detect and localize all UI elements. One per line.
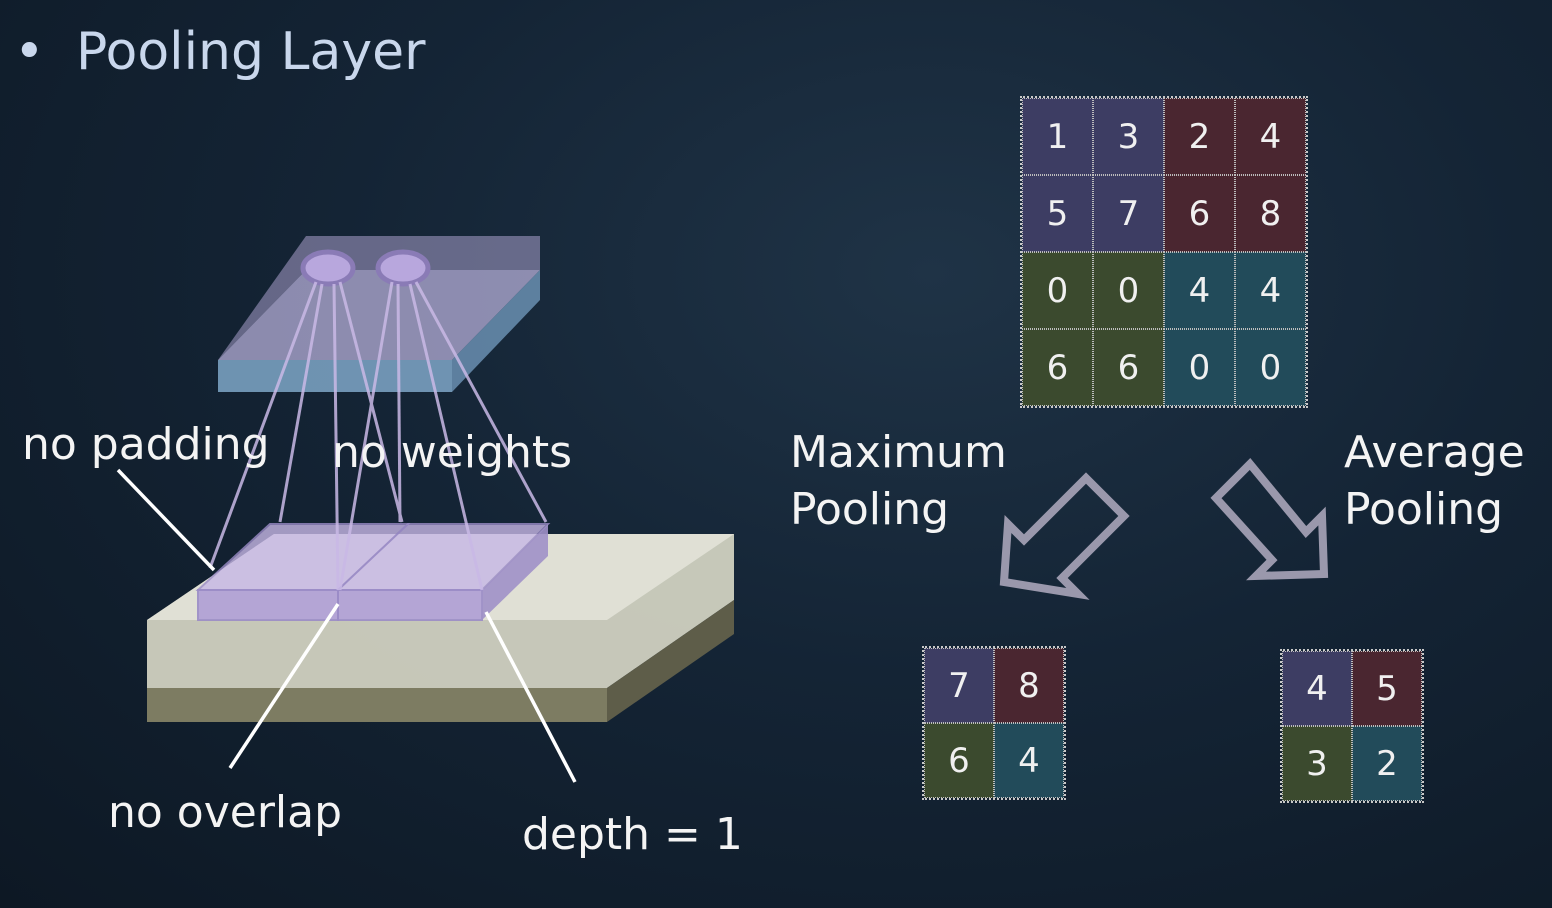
- input-grid-cell: 0: [1164, 329, 1235, 406]
- input-grid-cell: 0: [1235, 329, 1306, 406]
- pooling-windows: [195, 523, 551, 621]
- input-grid-cell: 4: [1164, 252, 1235, 329]
- max-pooling-line2: Pooling: [790, 484, 950, 536]
- input-grid-cell: 4: [1235, 252, 1306, 329]
- input-grid-cell: 4: [1235, 98, 1306, 175]
- slide-title: • Pooling Layer: [14, 22, 426, 82]
- projection-lines: [208, 281, 548, 591]
- no-weights-label: no weights: [332, 427, 573, 478]
- avg-pooling-arrow: [1210, 458, 1329, 581]
- no-overlap-label: no overlap: [108, 787, 343, 838]
- avg-grid-cell: 4: [1282, 651, 1352, 726]
- avg-pooling-label: Average Pooling: [1344, 424, 1525, 538]
- input-grid-cell: 0: [1093, 252, 1164, 329]
- avg-pooling-line1: Average: [1344, 427, 1525, 478]
- title-text: Pooling Layer: [76, 22, 426, 82]
- max-grid-cell: 8: [994, 648, 1064, 723]
- max-pooling-line1: Maximum: [790, 427, 1007, 478]
- no-padding-label: no padding: [22, 419, 270, 470]
- max-grid-cell: 6: [924, 723, 994, 798]
- input-grid-cell: 3: [1093, 98, 1164, 175]
- max-pooling-label: Maximum Pooling: [790, 424, 1007, 538]
- input-grid-cell: 6: [1093, 329, 1164, 406]
- avg-pooling-line2: Pooling: [1344, 484, 1504, 536]
- input-grid-cell: 6: [1022, 329, 1093, 406]
- max-grid-cell: 4: [994, 723, 1064, 798]
- max-grid-cell: 7: [924, 648, 994, 723]
- input-grid-cell: 2: [1164, 98, 1235, 175]
- depth-label: depth = 1: [522, 809, 743, 860]
- avg-grid-cell: 5: [1352, 651, 1422, 726]
- input-grid-cell: 5: [1022, 175, 1093, 252]
- avg-grid-cell: 3: [1282, 726, 1352, 801]
- callout-lines: [116, 468, 577, 783]
- bullet-icon: •: [14, 22, 45, 82]
- input-grid-cell: 6: [1164, 175, 1235, 252]
- input-grid-cell: 7: [1093, 175, 1164, 252]
- avg-grid-cell: 2: [1352, 726, 1422, 801]
- max-pooling-arrow: [999, 472, 1130, 600]
- input-grid-cell: 8: [1235, 175, 1306, 252]
- output-layer-slab: [218, 236, 540, 392]
- input-grid-cell: 0: [1022, 252, 1093, 329]
- input-grid-cell: 1: [1022, 98, 1093, 175]
